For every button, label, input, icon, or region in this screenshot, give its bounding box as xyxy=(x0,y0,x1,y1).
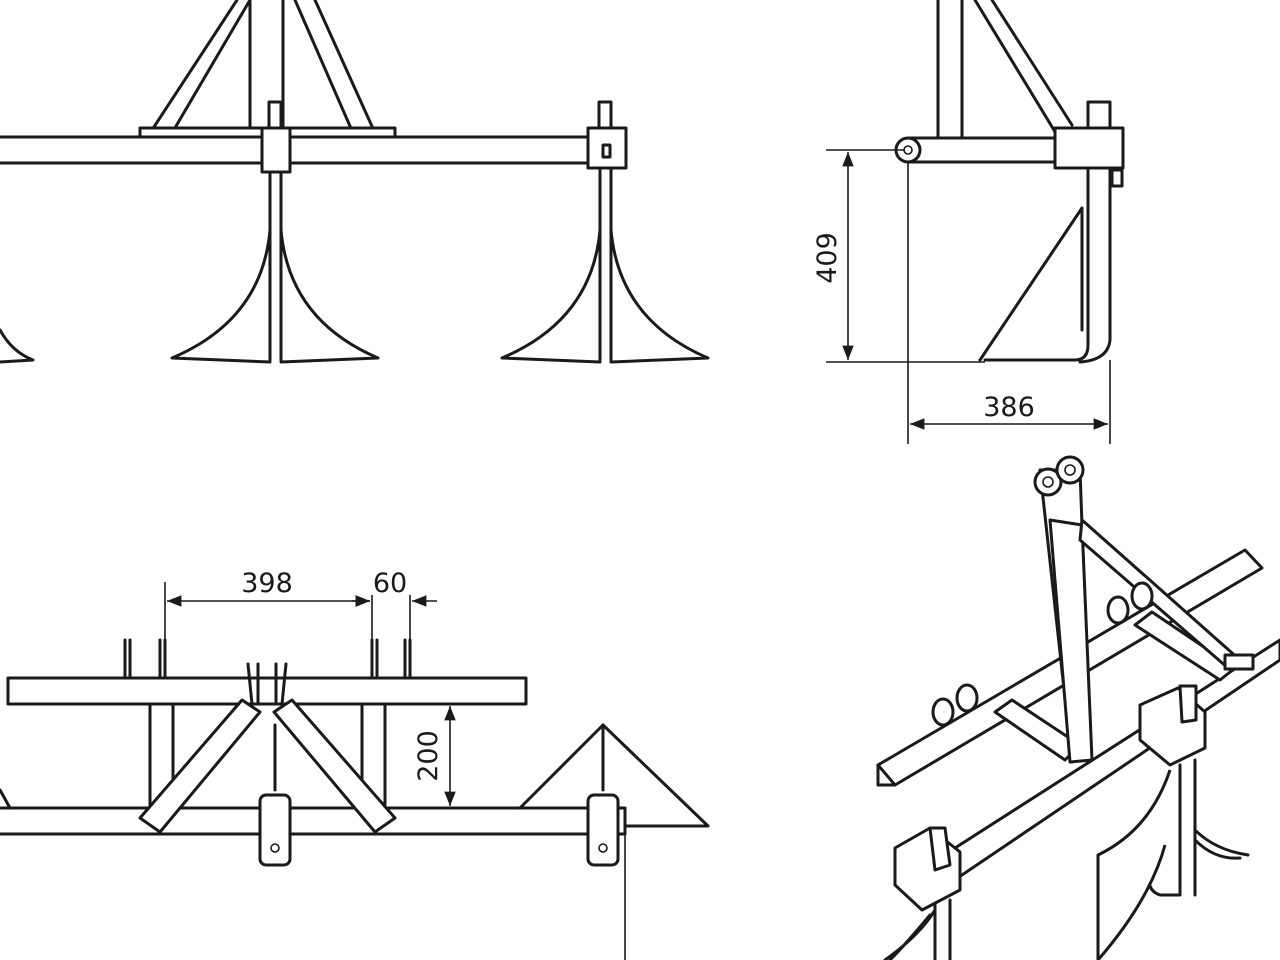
dim-label-409: 409 xyxy=(812,232,843,284)
dim-label-200: 200 xyxy=(413,730,444,782)
side-view: 409 386 xyxy=(812,0,1125,444)
dim-label-398: 398 xyxy=(241,568,293,599)
front-view xyxy=(0,0,710,364)
top-view: 398 60 200 xyxy=(0,568,710,960)
dim-label-60: 60 xyxy=(373,568,407,599)
main-beam xyxy=(0,135,622,165)
dim-label-386: 386 xyxy=(983,392,1035,423)
isometric-view xyxy=(876,455,1280,960)
